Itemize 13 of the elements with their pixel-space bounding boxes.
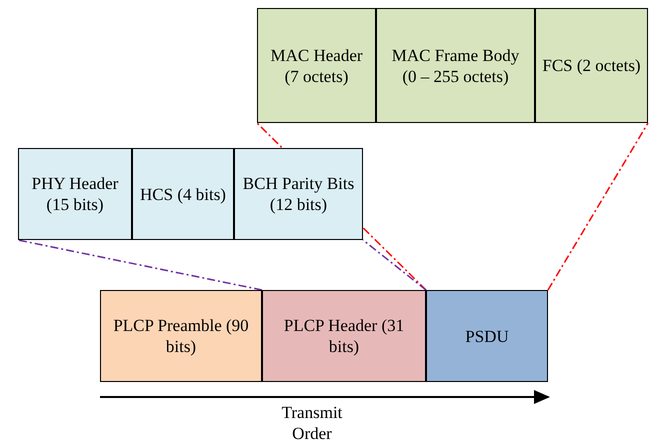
axis-label: Transmit Order [280, 402, 344, 444]
packet-field: FCS (2 octets) [535, 8, 648, 123]
packet-field: PLCP Preamble (90 bits) [100, 290, 262, 382]
leader-line [18, 239, 262, 291]
packet-field: PLCP Header (31 bits) [262, 290, 426, 382]
packet-field: HCS (4 bits) [132, 148, 234, 240]
packet-field: BCH Parity Bits (12 bits) [234, 148, 363, 240]
packet-field: MAC Frame Body (0 – 255 octets) [376, 8, 535, 123]
leader-line [547, 122, 649, 290]
packet-field: PHY Header (15 bits) [18, 148, 132, 240]
packet-field: PSDU [426, 290, 548, 382]
packet-field: MAC Header (7 octets) [257, 8, 376, 123]
leader-line [362, 239, 426, 291]
